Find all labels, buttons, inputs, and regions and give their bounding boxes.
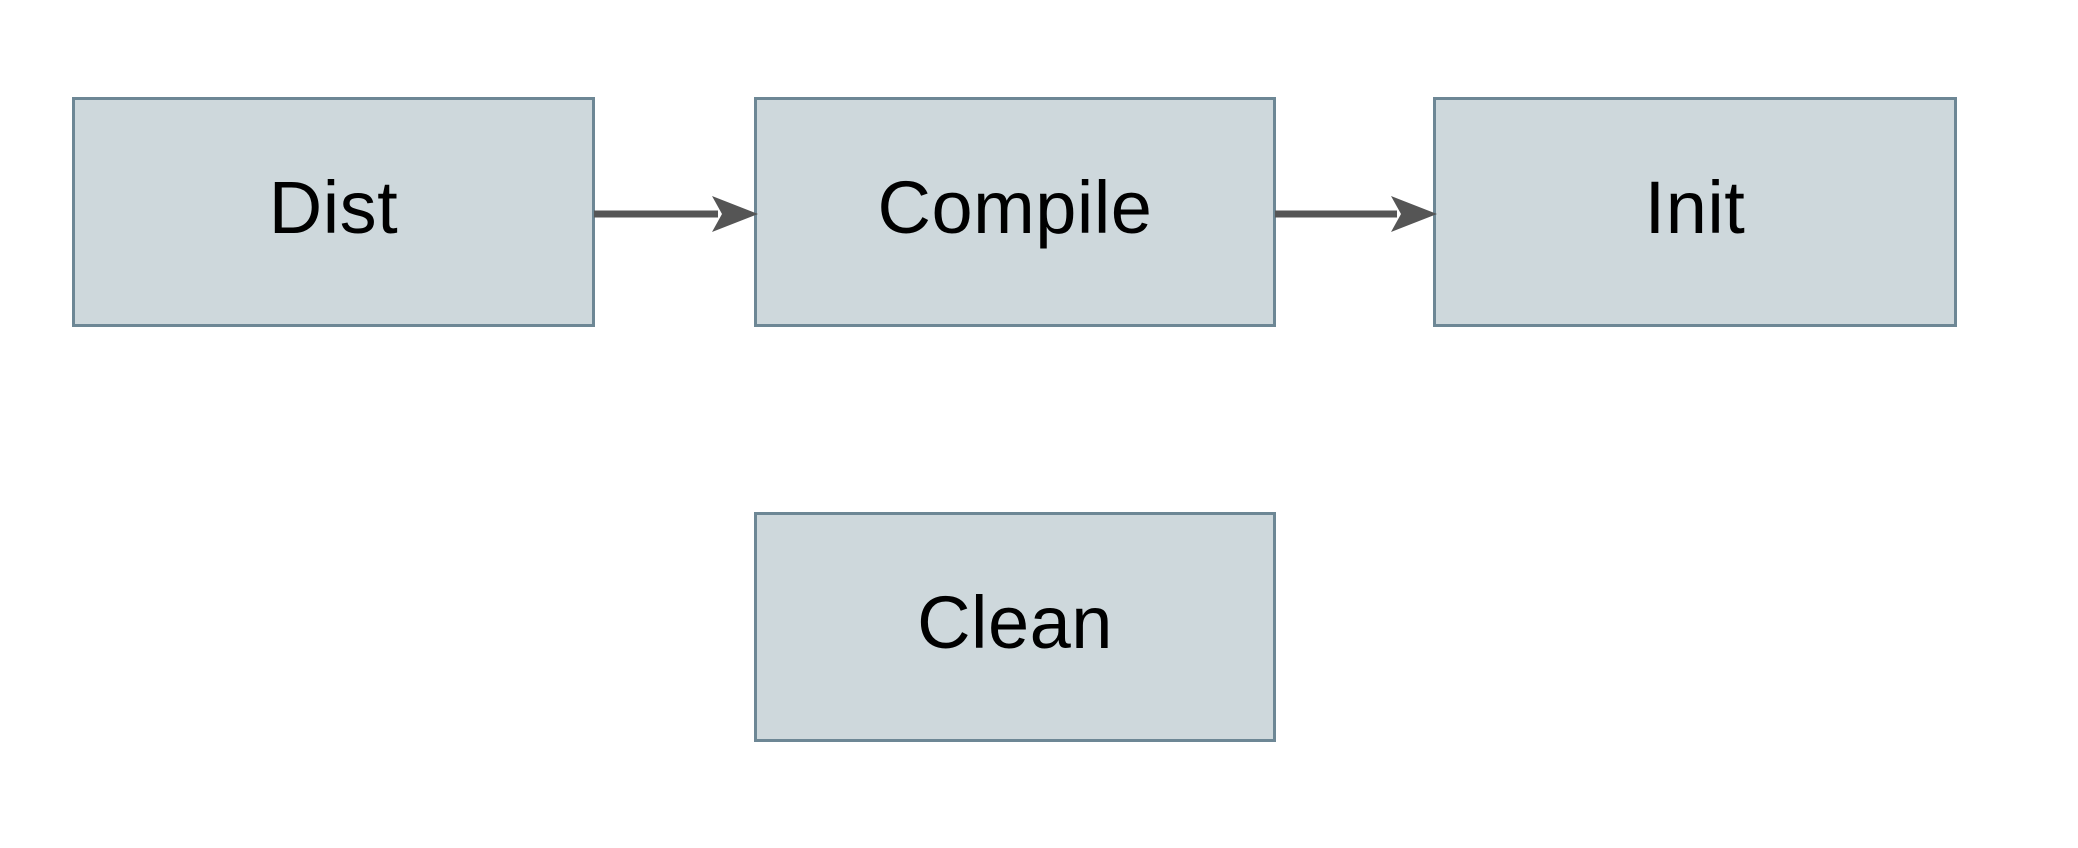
node-dist[interactable]: Dist (72, 97, 595, 327)
node-clean-label: Clean (917, 581, 1113, 664)
node-clean[interactable]: Clean (754, 512, 1276, 742)
node-init[interactable]: Init (1433, 97, 1957, 327)
edge-dist-to-compile[interactable] (592, 190, 760, 238)
node-compile-label: Compile (877, 166, 1153, 249)
node-compile[interactable]: Compile (754, 97, 1276, 327)
edge-compile-to-init[interactable] (1273, 190, 1439, 238)
node-init-label: Init (1644, 166, 1746, 249)
edge-compile-to-init-arrowhead-icon (1391, 196, 1437, 232)
edge-dist-to-compile-arrowhead-icon (712, 196, 758, 232)
node-dist-label: Dist (268, 166, 399, 249)
